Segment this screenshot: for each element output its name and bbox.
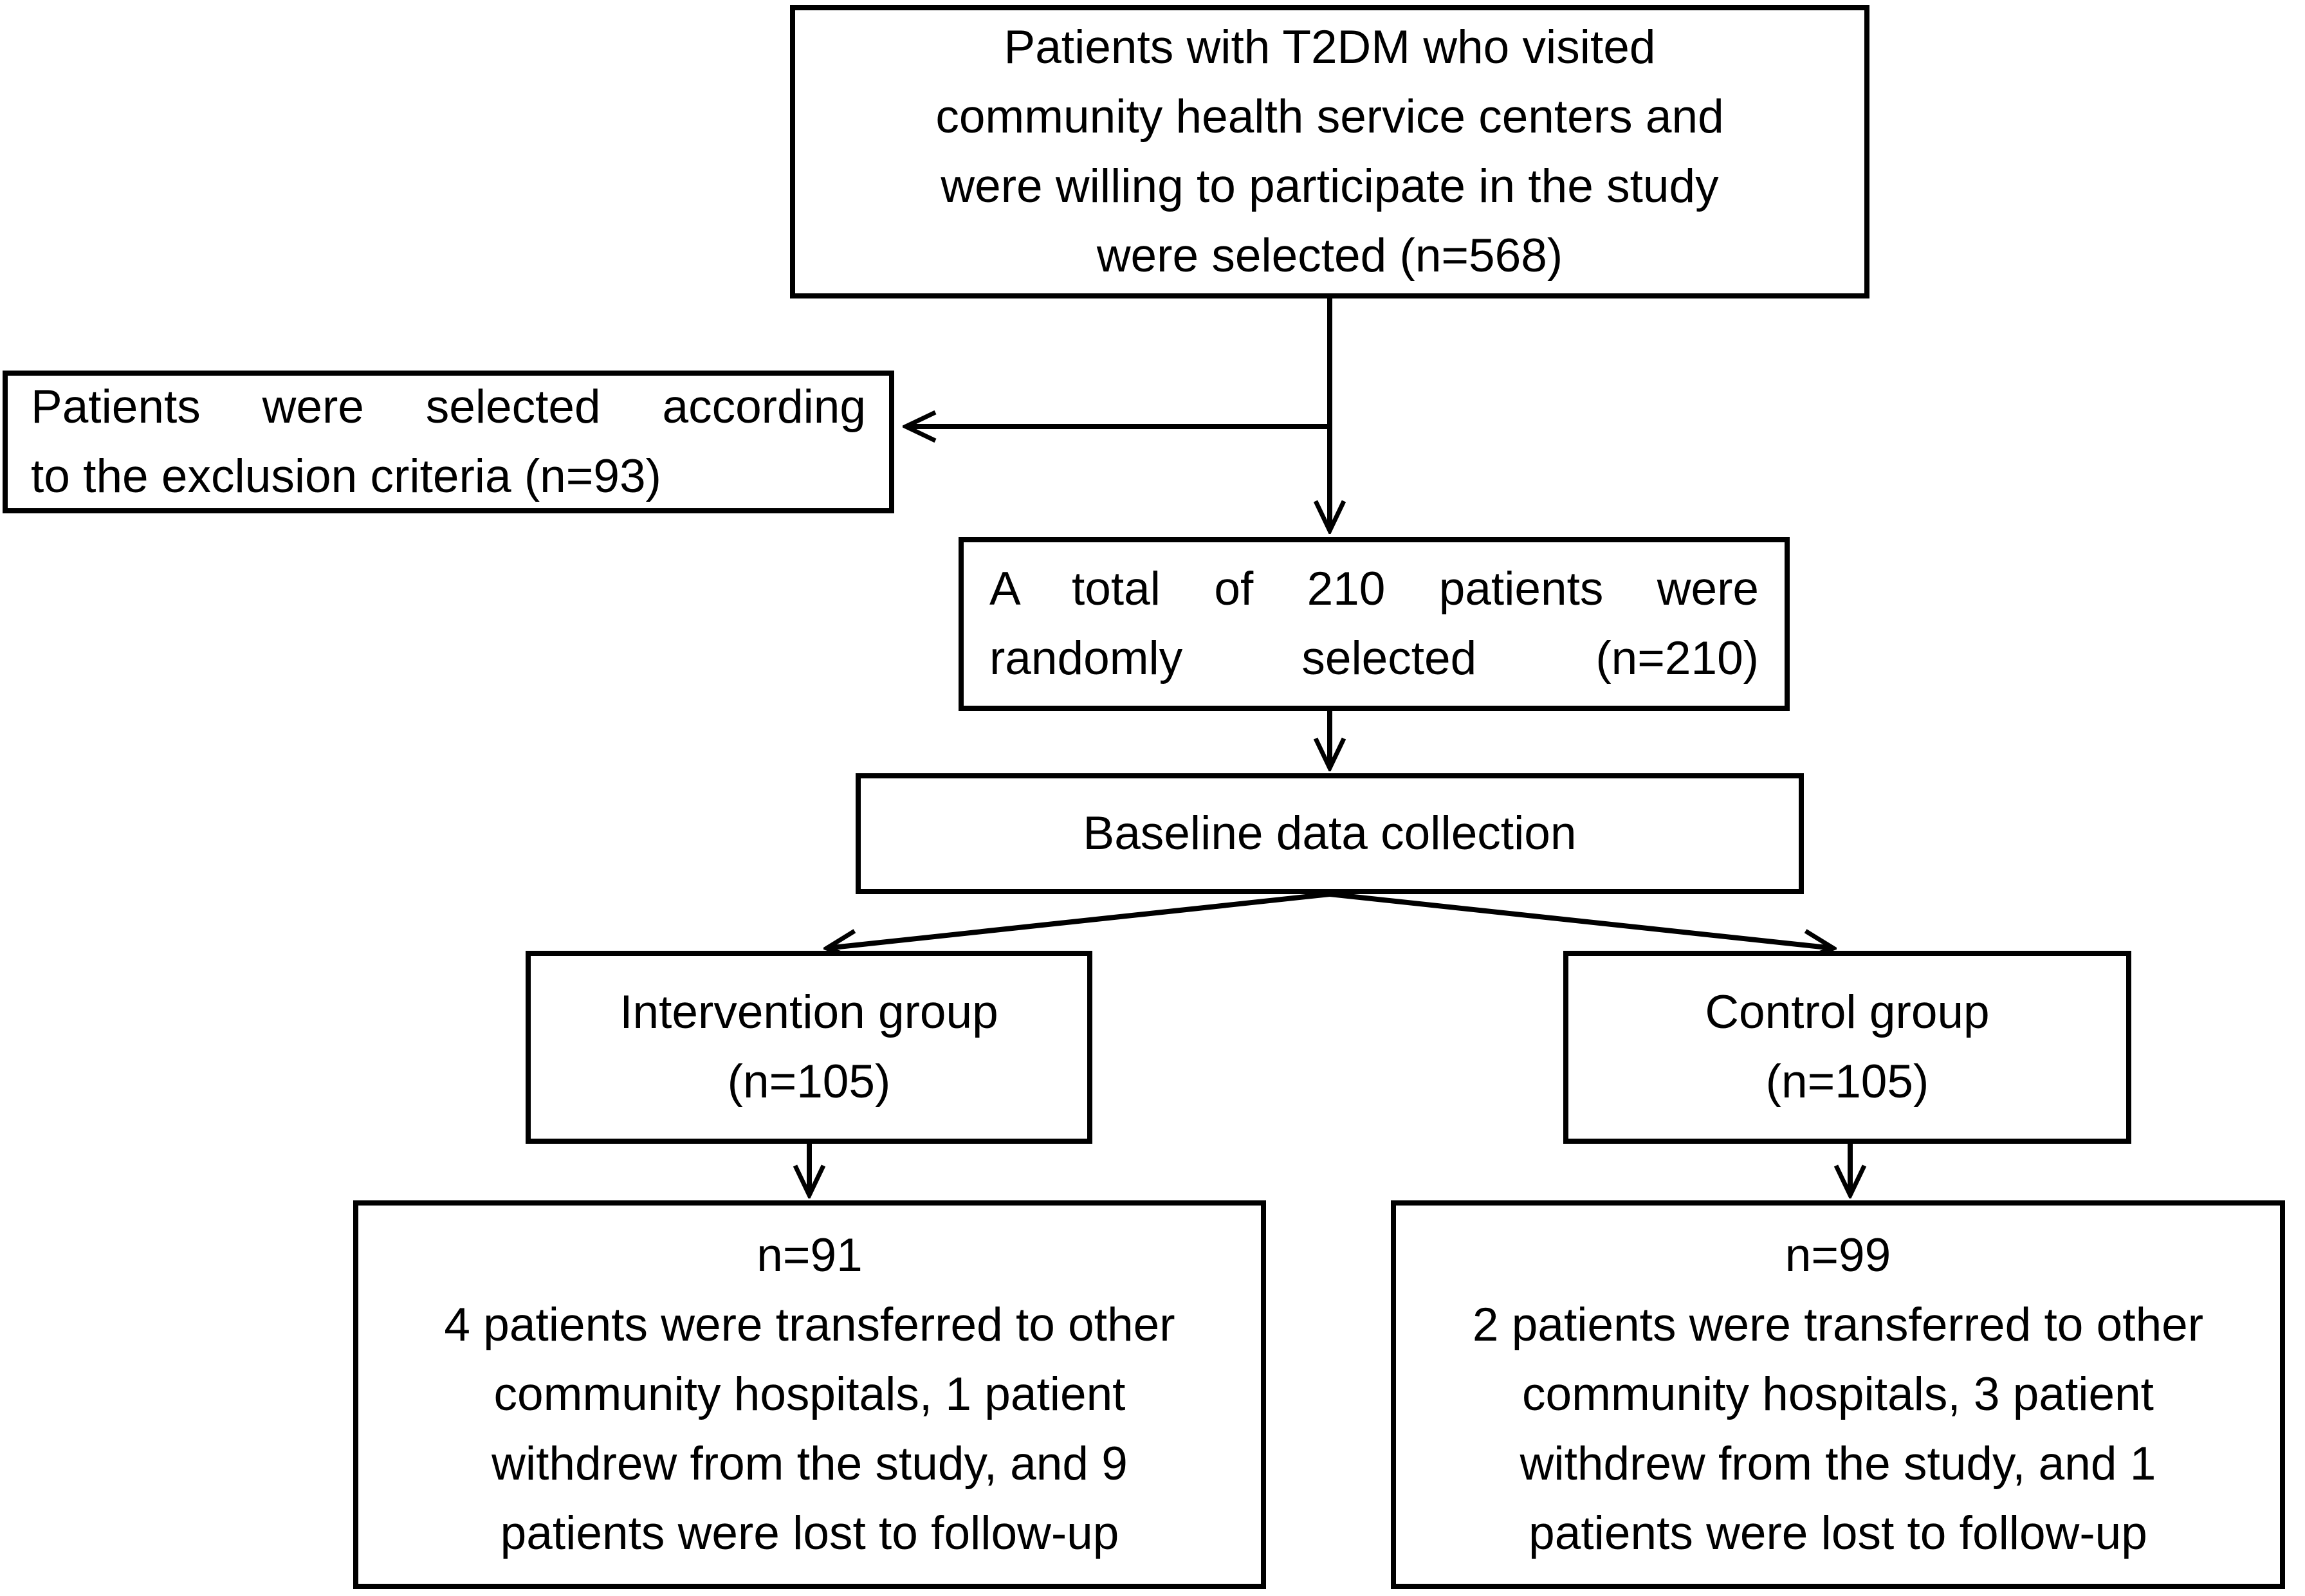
box-baseline-data-collection: Baseline data collection [856,773,1804,894]
text-line: A total of 210 patients were [989,563,1759,615]
text-line: withdrew from the study, and 1 [1520,1438,2156,1490]
box-control-followup: n=99 2 patients were transferred to othe… [1391,1200,2285,1589]
text-line: community hospitals, 3 patient [1522,1368,2154,1420]
text-line: Intervention group [620,986,998,1038]
box-intervention-group: Intervention group (n=105) [526,951,1092,1144]
text-line: were willing to participate in the study [941,160,1719,212]
text-line: community health service centers and [935,91,1724,143]
box-control-group: Control group (n=105) [1563,951,2131,1144]
text-line: n=99 [1785,1229,1891,1281]
text-line: patients were lost to follow-up [500,1507,1119,1559]
text-line: Patients with T2DM who visited [1004,21,1656,73]
text-line: patients were lost to follow-up [1529,1507,2147,1559]
text-line: community hospitals, 1 patient [493,1368,1126,1420]
text-line: withdrew from the study, and 9 [491,1438,1128,1490]
box-intervention-followup: n=91 4 patients were transferred to othe… [353,1200,1266,1589]
arrow-baseline-to-control [1329,892,1833,948]
box-excluded-patients: Patients were selected according to the … [3,371,894,513]
box-randomly-selected: A total of 210 patients were randomly se… [959,537,1790,711]
text-line: Baseline data collection [1083,807,1577,859]
text-line: n=91 [757,1229,863,1281]
text-line: were selected (n=568) [1096,230,1563,282]
text-line: to the exclusion criteria (n=93) [31,450,661,502]
arrow-baseline-to-intervention [827,892,1330,948]
text-line: (n=105) [727,1056,891,1108]
text-line: Control group [1705,986,1990,1038]
text-line: 4 patients were transferred to other [444,1299,1175,1351]
text-line: 2 patients were transferred to other [1472,1299,2204,1351]
box-enrolled-patients: Patients with T2DM who visited community… [790,5,1869,298]
text-line: randomly selected (n=210) [989,632,1759,684]
text-line: (n=105) [1765,1056,1929,1108]
text-line: Patients were selected according [31,381,866,433]
